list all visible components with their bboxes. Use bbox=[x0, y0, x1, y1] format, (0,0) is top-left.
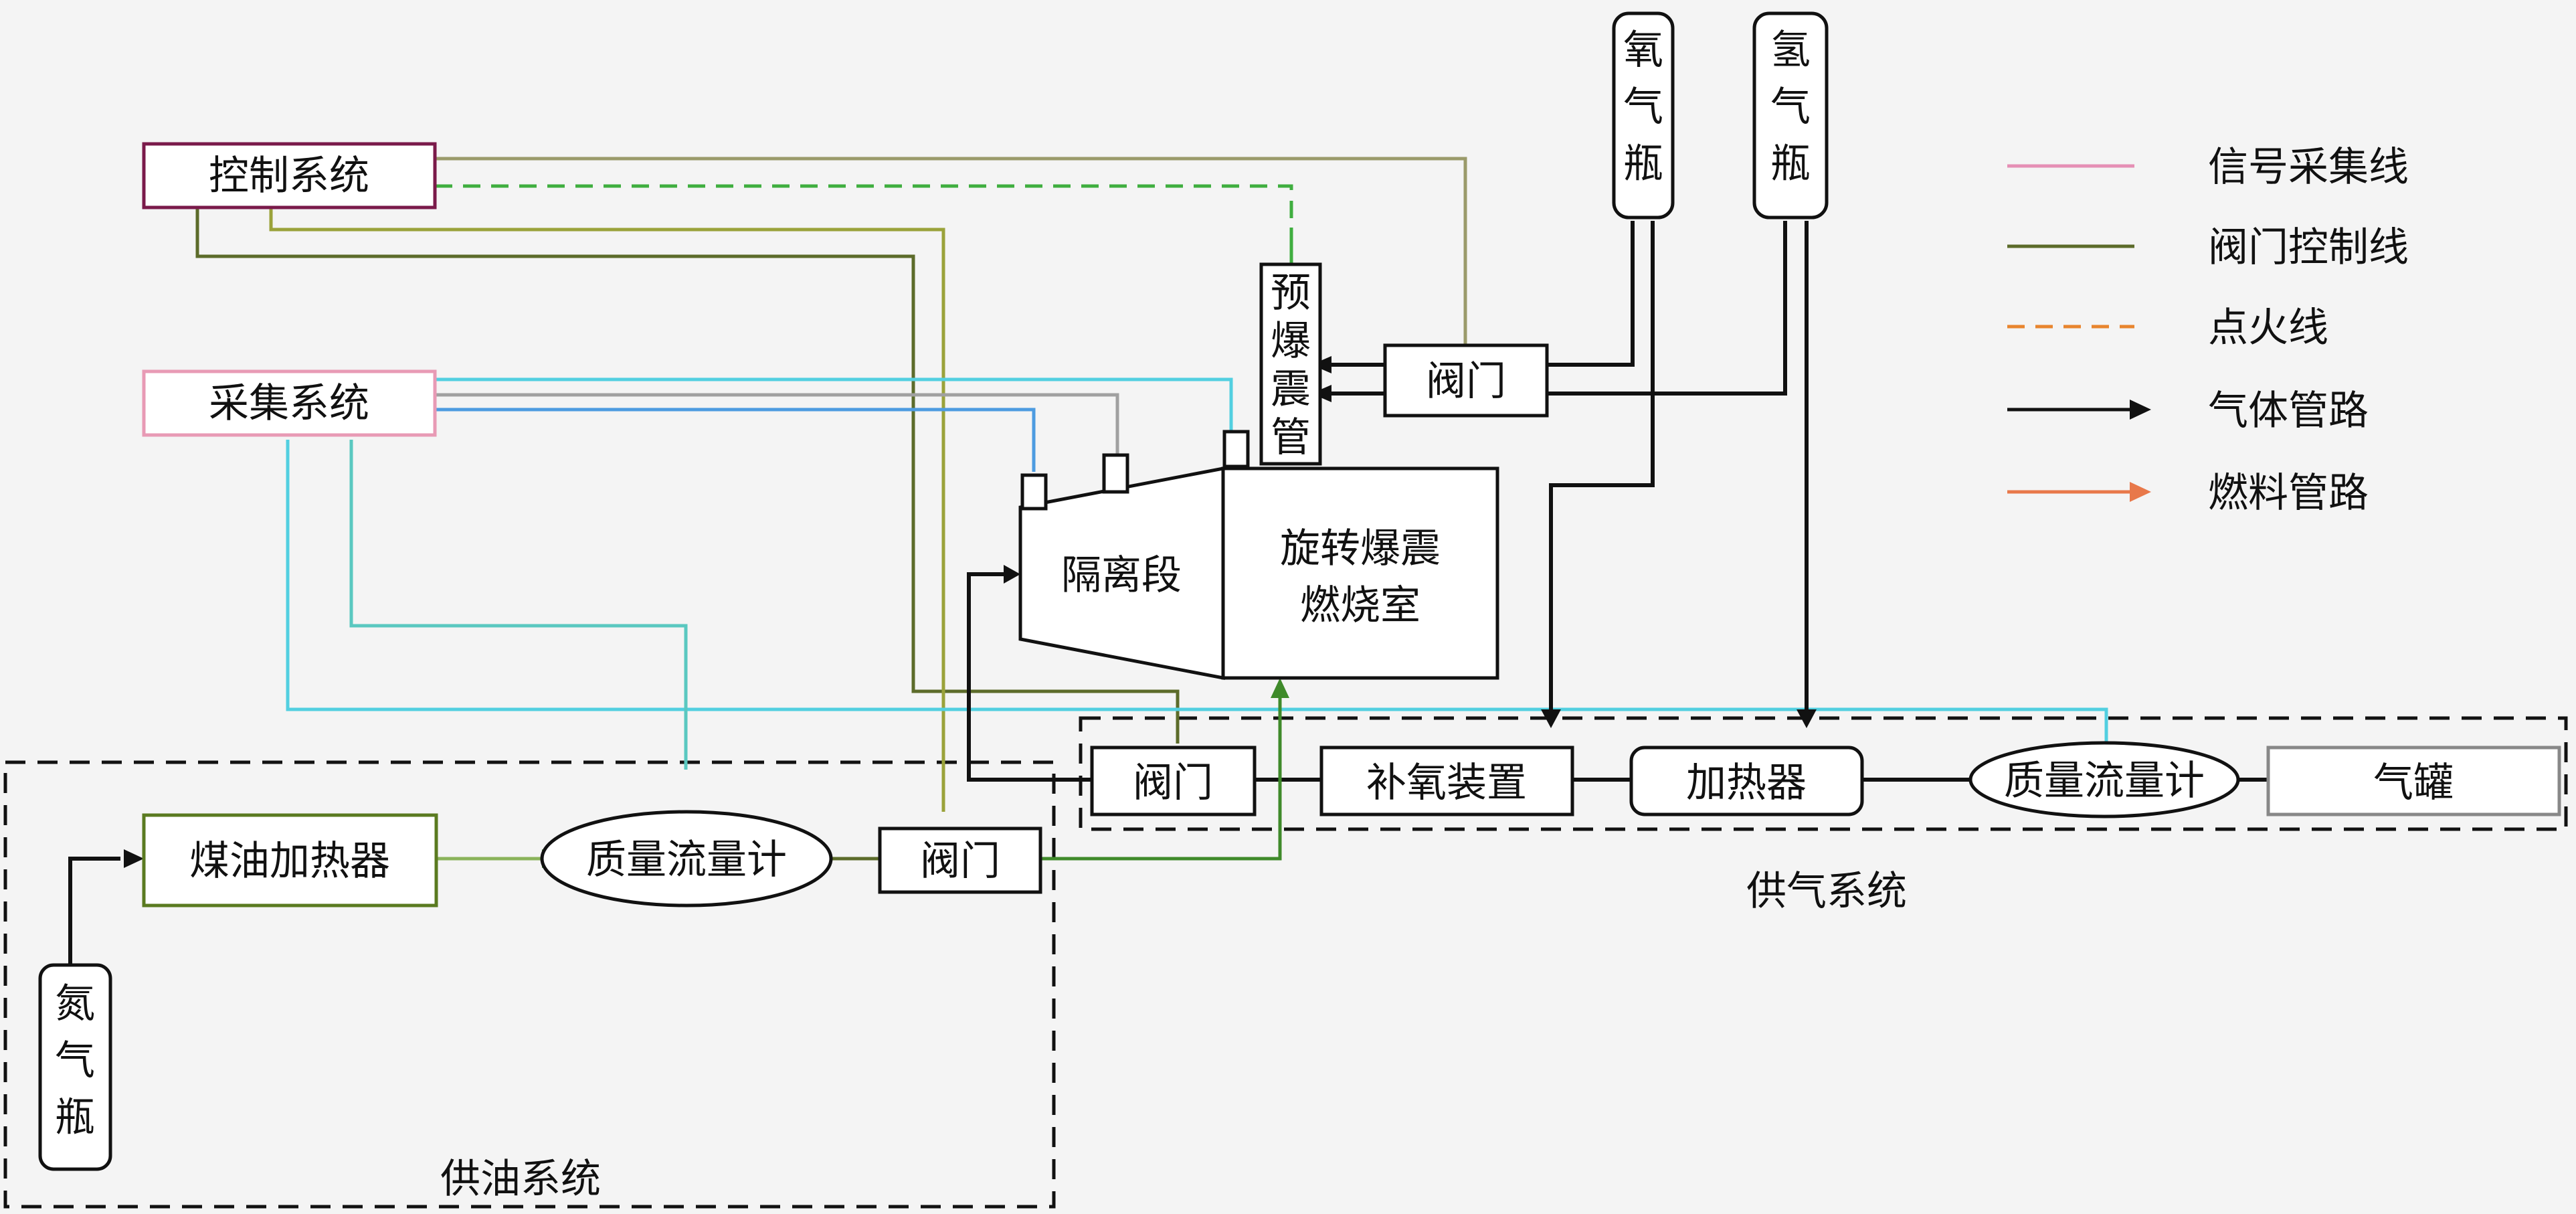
legend-label-gas: 气体管路 bbox=[2208, 387, 2369, 434]
combustor-label-line1: 旋转爆震 bbox=[1280, 525, 1441, 572]
predetonator-valve-label: 阀门 bbox=[1426, 358, 1506, 405]
fuel-mass-flowmeter[interactable]: 质量流量计 bbox=[540, 810, 833, 907]
fuel-supply-group-boundary bbox=[3, 760, 1056, 1209]
fuel-valve[interactable]: 阀门 bbox=[878, 827, 1042, 894]
rde-combustor[interactable]: 旋转爆震 燃烧室 bbox=[1221, 466, 1499, 680]
control-system-block[interactable]: 控制系统 bbox=[142, 142, 437, 209]
air-heater[interactable]: 加热器 bbox=[1629, 746, 1864, 816]
air-supply-group-label: 供气系统 bbox=[1746, 868, 1907, 915]
oxygen-bottle-char-2: 气 bbox=[1623, 84, 1663, 131]
air-valve[interactable]: 阀门 bbox=[1090, 746, 1257, 816]
air-valve-label: 阀门 bbox=[1133, 760, 1213, 806]
hydrogen-bottle-char-2: 气 bbox=[1770, 84, 1811, 131]
combustor-label-line2: 燃烧室 bbox=[1300, 582, 1420, 629]
kerosene-heater-label: 煤油加热器 bbox=[189, 838, 390, 885]
nitrogen-bottle-char-3: 瓶 bbox=[55, 1094, 95, 1141]
nitrogen-bottle[interactable]: 氮 气 瓶 bbox=[38, 963, 112, 1171]
nitrogen-bottle-char-2: 气 bbox=[55, 1037, 95, 1084]
legend-item-signal: 信号采集线 bbox=[2007, 144, 2409, 191]
sensor-wires bbox=[286, 377, 2108, 770]
legend-label-valve-control: 阀门控制线 bbox=[2208, 224, 2409, 271]
fuel-supply-group-label: 供油系统 bbox=[440, 1156, 601, 1203]
acquisition-system-block[interactable]: 采集系统 bbox=[142, 369, 437, 437]
gas-tank-label: 气罐 bbox=[2373, 760, 2454, 806]
air-mass-flowmeter[interactable]: 质量流量计 bbox=[1968, 741, 2240, 818]
legend-label-signal: 信号采集线 bbox=[2208, 144, 2409, 191]
oxygen-supplement-device[interactable]: 补氧装置 bbox=[1319, 746, 1574, 816]
fuel-flowmeter-label: 质量流量计 bbox=[586, 837, 787, 883]
predetonator-char-1: 预 bbox=[1271, 270, 1311, 317]
pressure-sensor-port-3 bbox=[1222, 430, 1250, 468]
predetonator-char-4: 管 bbox=[1271, 414, 1311, 461]
pressure-sensor-ports bbox=[1020, 430, 1250, 511]
air-flowmeter-label: 质量流量计 bbox=[2004, 758, 2205, 804]
fuel-pipelines bbox=[436, 693, 1282, 861]
air-heater-label: 加热器 bbox=[1686, 760, 1807, 806]
pressure-sensor-port-2 bbox=[1102, 453, 1129, 494]
hydrogen-bottle-char-1: 氢 bbox=[1770, 27, 1811, 74]
control-system-label: 控制系统 bbox=[209, 153, 369, 199]
isolator-section[interactable]: 隔离段 bbox=[1018, 466, 1225, 681]
legend-label-fuel: 燃料管路 bbox=[2208, 470, 2369, 517]
predetonator-char-2: 爆 bbox=[1271, 318, 1311, 365]
gas-tank[interactable]: 气罐 bbox=[2266, 746, 2561, 816]
fuel-valve-label: 阀门 bbox=[920, 838, 1000, 885]
legend-item-valve-control: 阀门控制线 bbox=[2007, 224, 2409, 271]
air-supply-group-boundary bbox=[1079, 716, 2568, 831]
oxygen-bottle-char-1: 氧 bbox=[1623, 27, 1663, 74]
oxygen-supplement-label: 补氧装置 bbox=[1366, 760, 1527, 806]
gas-pipelines bbox=[68, 221, 2268, 965]
hydrogen-bottle-char-3: 瓶 bbox=[1770, 141, 1811, 187]
oxygen-bottle-char-3: 瓶 bbox=[1623, 141, 1663, 187]
legend-item-ignition: 点火线 bbox=[2007, 305, 2328, 351]
oxygen-bottle[interactable]: 氧 气 瓶 bbox=[1612, 11, 1675, 220]
pressure-sensor-port-1 bbox=[1020, 473, 1048, 511]
nitrogen-bottle-char-1: 氮 bbox=[55, 980, 95, 1027]
acquisition-system-label: 采集系统 bbox=[209, 380, 369, 427]
predetonator-char-3: 震 bbox=[1271, 366, 1311, 413]
hydrogen-bottle[interactable]: 氢 气 瓶 bbox=[1752, 11, 1829, 220]
control-wires bbox=[195, 157, 1467, 812]
kerosene-heater[interactable]: 煤油加热器 bbox=[142, 813, 438, 907]
legend-label-ignition: 点火线 bbox=[2208, 305, 2328, 351]
legend: 信号采集线 阀门控制线 点火线 气体管路 燃料管路 bbox=[2007, 144, 2409, 517]
legend-item-gas: 气体管路 bbox=[2007, 387, 2369, 434]
isolator-label: 隔离段 bbox=[1061, 552, 1182, 599]
legend-item-fuel: 燃料管路 bbox=[2007, 470, 2369, 517]
predetonator-valve[interactable]: 阀门 bbox=[1383, 343, 1549, 418]
predetonator-tube[interactable]: 预 爆 震 管 bbox=[1259, 262, 1322, 466]
